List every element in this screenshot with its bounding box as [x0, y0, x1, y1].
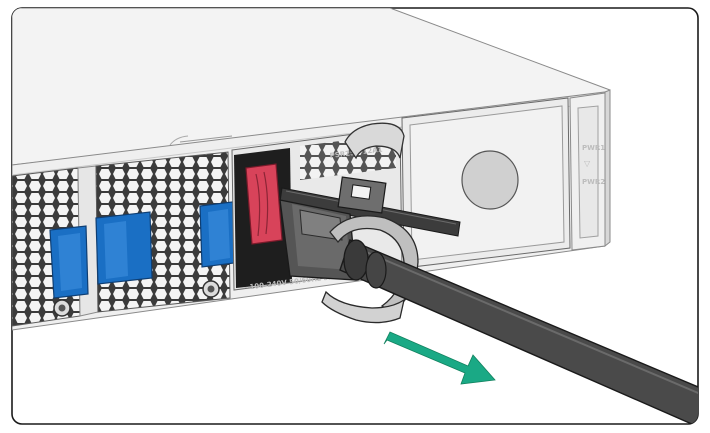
- power-cable[interactable]: [339, 239, 710, 432]
- power-plug[interactable]: [279, 199, 357, 281]
- blank-slot-hole: [461, 150, 519, 210]
- psu-handle[interactable]: [245, 163, 283, 245]
- fan-module-2-latch-left[interactable]: [95, 211, 153, 285]
- blank-psu-slot: [401, 97, 571, 269]
- slot-label-arrow: ▽: [584, 159, 591, 168]
- retention-clip: [344, 122, 405, 160]
- arrow-right-down-icon: [383, 331, 496, 385]
- slot-label-pwr2: PWR2: [582, 178, 605, 186]
- slot-label-pwr1: PWR1: [582, 144, 605, 152]
- cable-tie[interactable]: [279, 176, 461, 237]
- chassis-side: [604, 89, 611, 248]
- cable-clamp[interactable]: [321, 215, 419, 324]
- fan-module-2-latch-right[interactable]: [199, 200, 243, 268]
- fan-module-1-latch[interactable]: [49, 225, 89, 299]
